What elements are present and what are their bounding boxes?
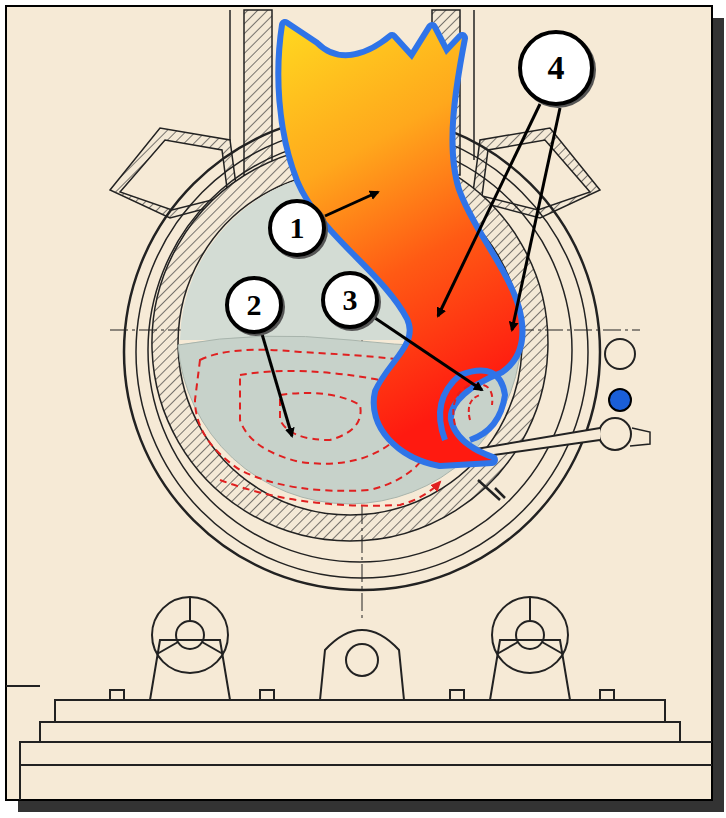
flame-eddy (440, 371, 505, 441)
callout-number: 1 (290, 213, 305, 243)
callout-number: 3 (343, 285, 358, 315)
callout-circle: 1 (268, 199, 326, 257)
callout-circle: 4 (518, 30, 594, 106)
leader-arrows (262, 104, 560, 436)
callout-number: 2 (247, 290, 262, 320)
line-drawing (6, 10, 712, 800)
callout-circle: 2 (225, 276, 283, 334)
callout-number: 4 (548, 51, 565, 85)
callout-circle: 3 (321, 271, 379, 329)
panel (6, 6, 712, 800)
